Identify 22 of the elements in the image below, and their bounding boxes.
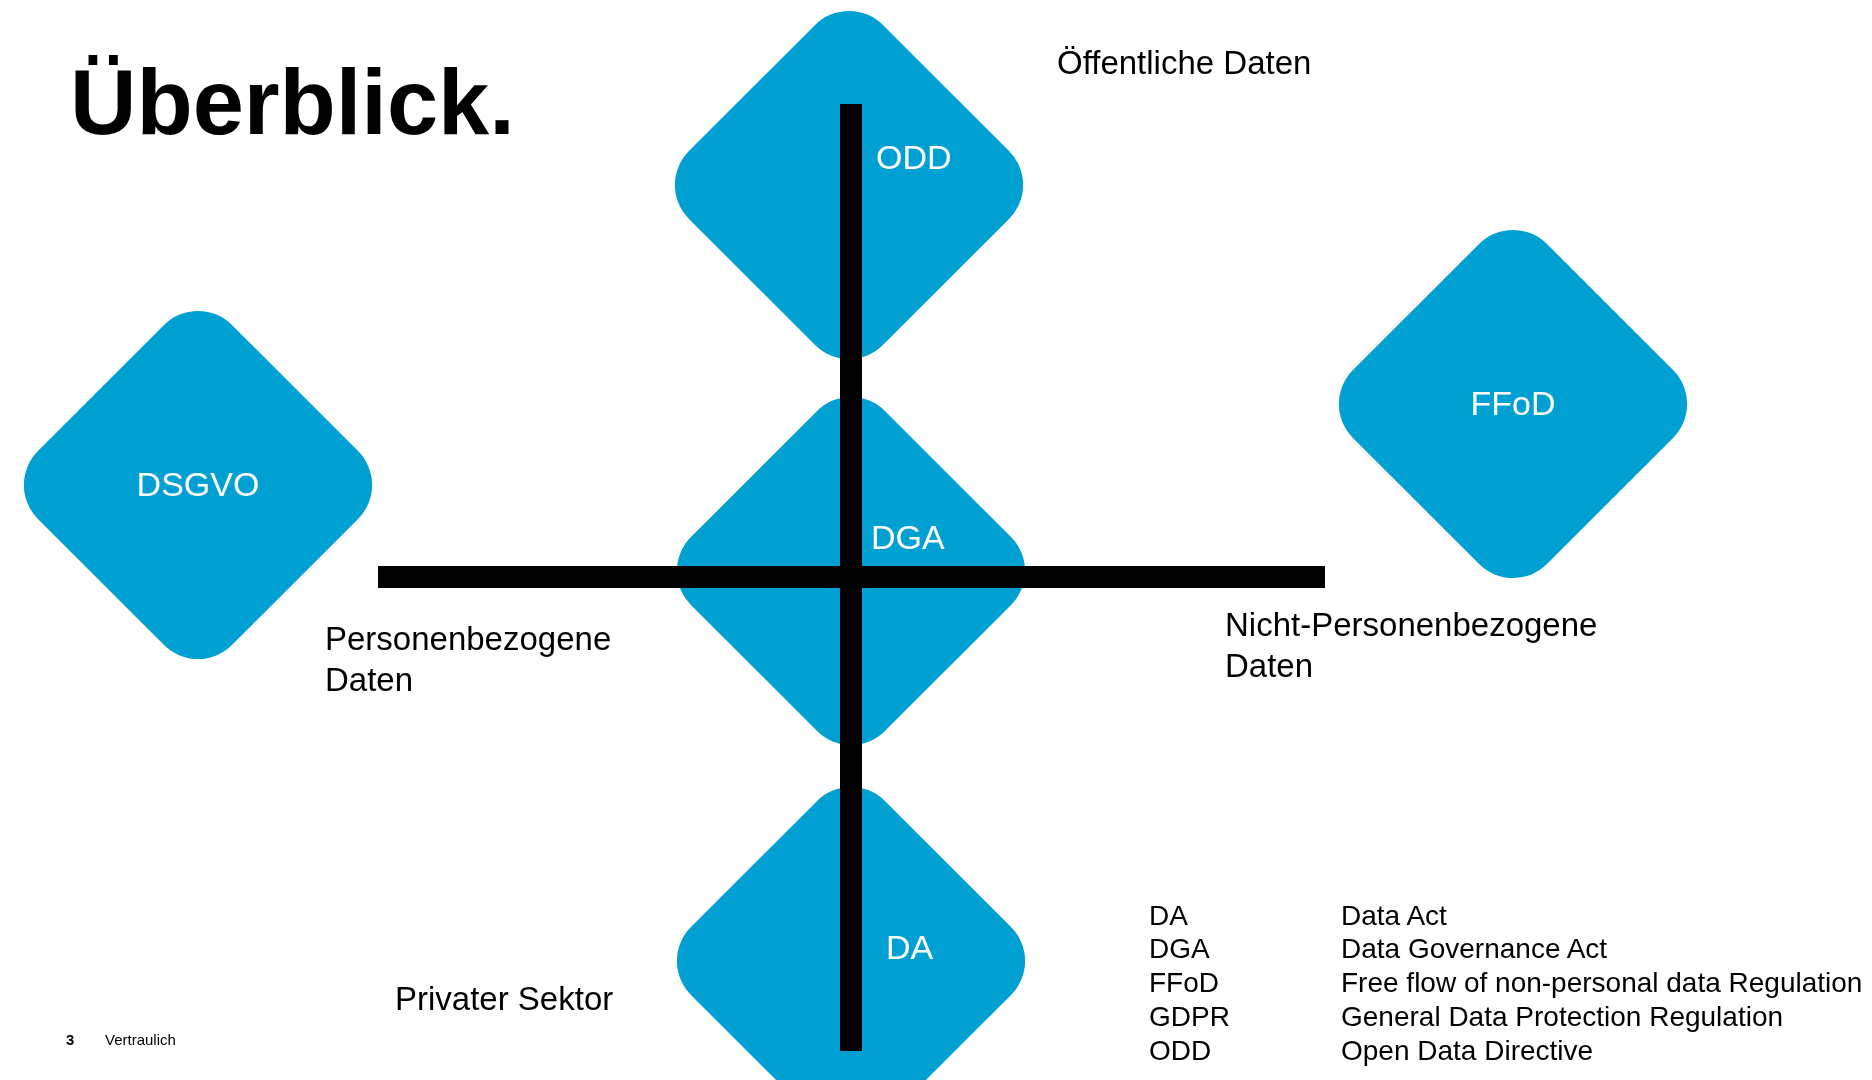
definition-text: Data Governance Act [1341,933,1608,965]
abbreviation-text: DGA [1149,933,1210,965]
axis-label: Nicht-Personenbezogene Daten [1225,605,1599,687]
slide-title: Überblick. [70,50,515,155]
diamond-label: ODD [876,138,952,177]
axis-label: Privater Sektor [395,979,614,1019]
diamond-label: DSGVO [135,465,261,504]
definition-text: Free flow of non-personal data Regulation [1341,967,1863,999]
axis-label: Personenbezogene Daten [325,619,613,701]
diamond-label: FFoD [1469,384,1557,423]
axis-label: Öffentliche Daten [1057,43,1312,83]
diamond-label: DGA [871,518,945,557]
page-number: 3 [66,1031,75,1048]
abbreviation-text: FFoD [1149,967,1219,999]
abbreviation-text: GDPR [1149,1001,1230,1033]
definition-text: Data Act [1341,900,1447,932]
definition-text: Open Data Directive [1341,1035,1594,1067]
abbreviation-text: ODD [1149,1035,1212,1067]
diamond-label: DA [886,928,934,967]
abbreviation-text: DA [1149,900,1188,932]
footer-text: Vertraulich [105,1031,176,1048]
definition-text: General Data Protection Regulation [1341,1001,1784,1033]
